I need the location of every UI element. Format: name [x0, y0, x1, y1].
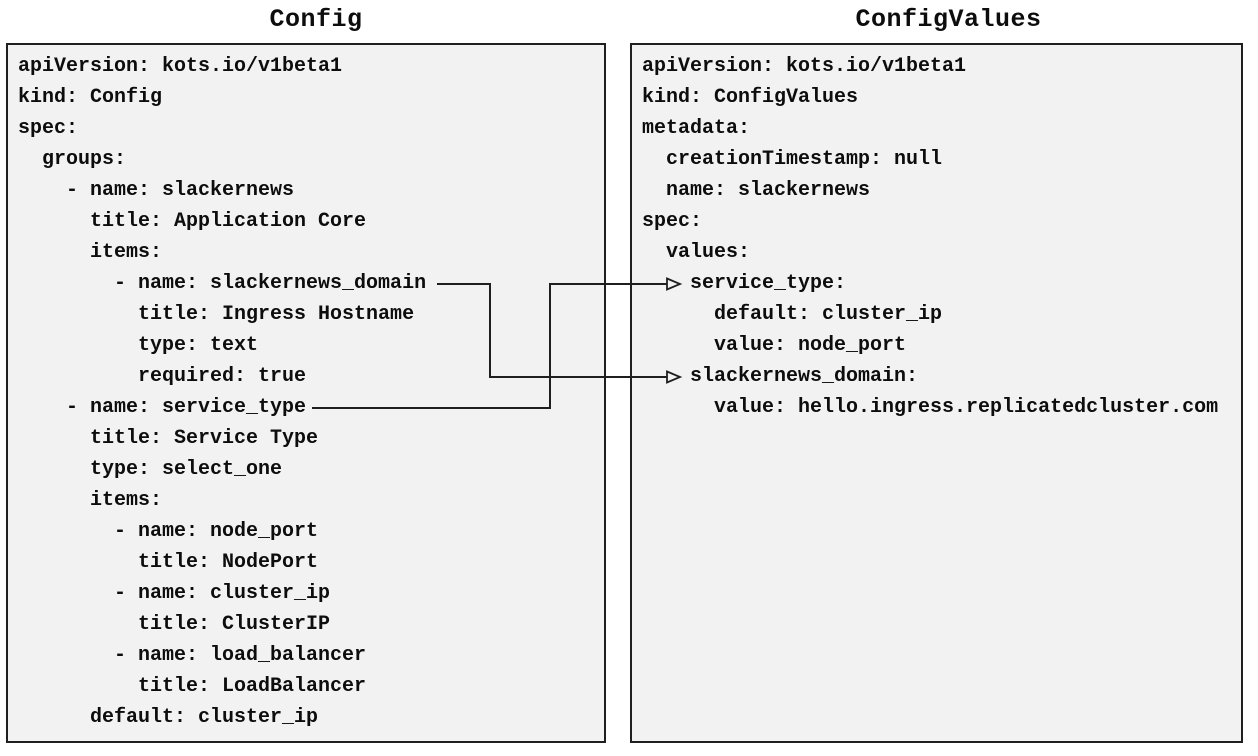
configvalues-code-box: apiVersion: kots.io/v1beta1 kind: Config…: [630, 43, 1243, 743]
config-yaml-code: apiVersion: kots.io/v1beta1 kind: Config…: [18, 55, 427, 729]
configvalues-panel-title: ConfigValues: [855, 5, 1042, 34]
config-panel-title: Config: [269, 5, 363, 34]
configvalues-yaml-code: apiVersion: kots.io/v1beta1 kind: Config…: [642, 55, 1219, 419]
config-code-box: apiVersion: kots.io/v1beta1 kind: Config…: [6, 43, 606, 743]
